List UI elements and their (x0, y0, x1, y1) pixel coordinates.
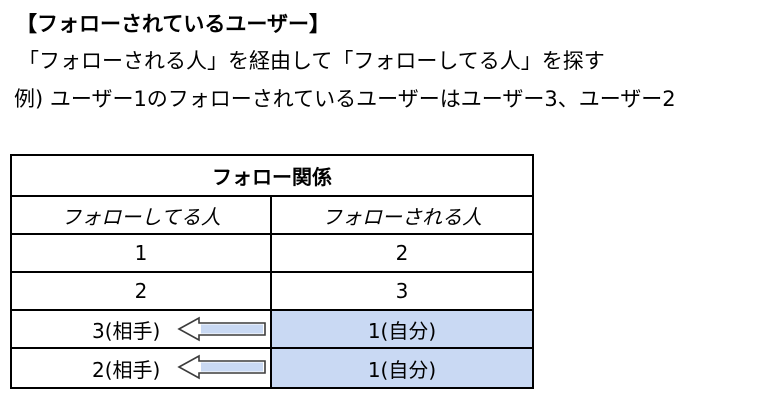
table-row: 1 2 (12, 235, 532, 273)
table-row: 2 3 (12, 273, 532, 311)
cell-followed-self: 1(自分) (272, 349, 532, 387)
left-arrow-outline-icon (177, 316, 266, 342)
cell-followed: 3 (395, 279, 409, 303)
description-text: 「フォローされる人」を経由して「フォローしてる人」を探す (18, 49, 605, 73)
left-arrow-outline-icon (177, 354, 266, 380)
table-row: 3(相手) 1(自分) (12, 311, 532, 349)
example-text: 例) ユーザー1のフォローされているユーザーはユーザー3、ユーザー2 (14, 87, 676, 111)
cell-followed-self: 1(自分) (272, 311, 532, 347)
partner-label: 3(相手) (92, 318, 161, 343)
page-heading: 【フォローされているユーザー】 (16, 12, 330, 36)
cell-followed: 2 (395, 241, 409, 265)
header-followed: フォローされる人 (322, 204, 482, 229)
table-title: フォロー関係 (212, 165, 332, 189)
cell-follower: 3(相手) (12, 311, 272, 347)
table-row: 2(相手) 1(自分) (12, 349, 532, 387)
table-header-row: フォローしてる人 フォローされる人 (12, 197, 532, 235)
follow-relation-table: フォロー関係 フォローしてる人 フォローされる人 1 2 2 3 3(相手) 1… (10, 154, 534, 389)
table-title-row: フォロー関係 (12, 156, 532, 197)
header-follower: フォローしてる人 (12, 197, 272, 233)
partner-label: 2(相手) (92, 357, 161, 382)
cell-follower: 2(相手) (12, 349, 272, 387)
cell-follower: 1 (12, 235, 272, 271)
cell-follower: 2 (12, 273, 272, 309)
